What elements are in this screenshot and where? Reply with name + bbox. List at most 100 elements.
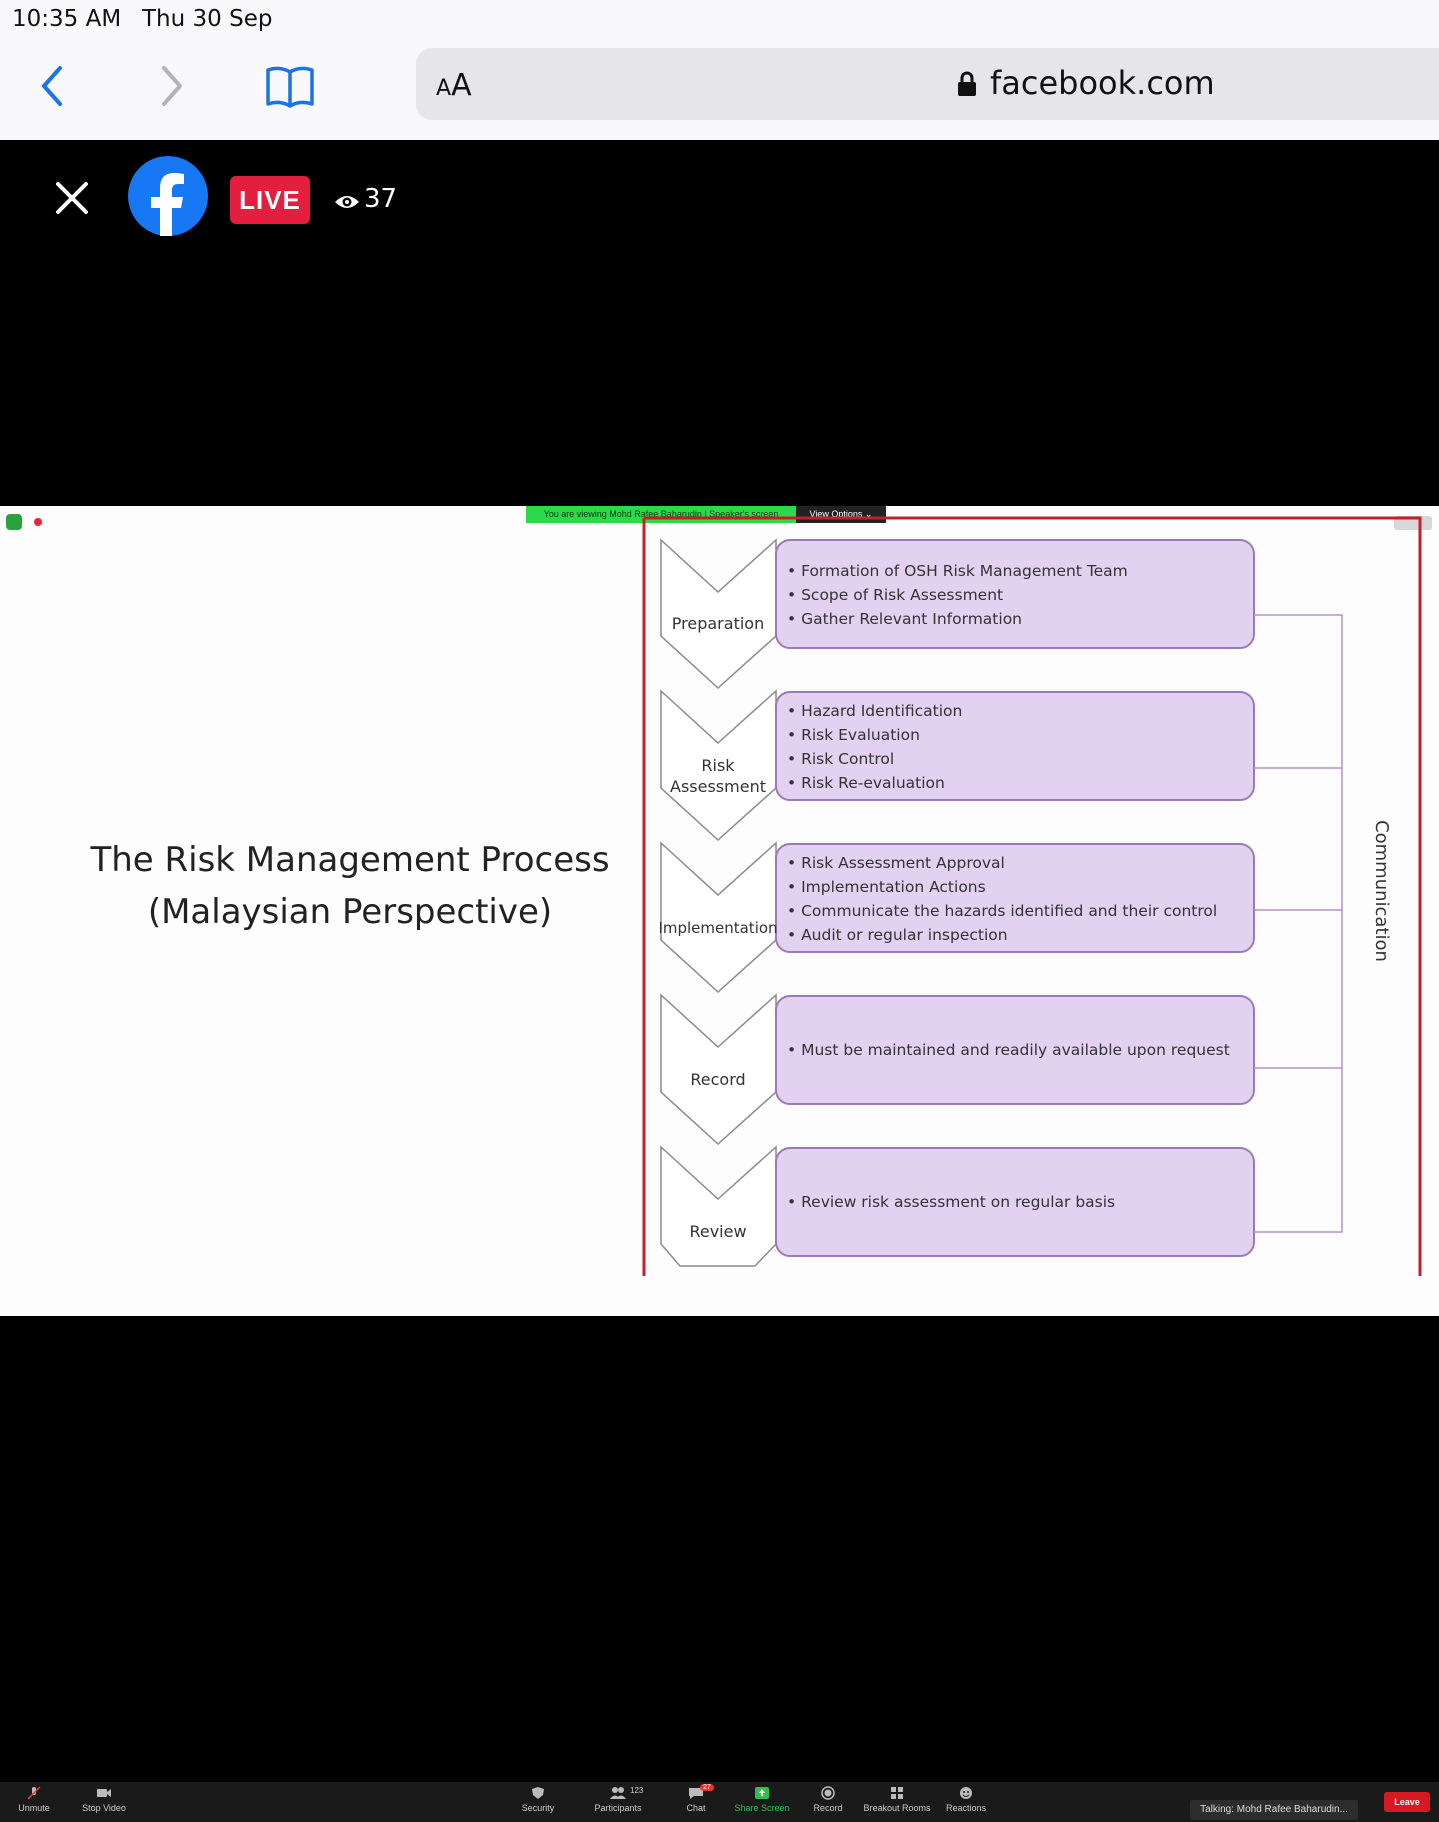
video-camera-icon — [97, 1789, 111, 1797]
step-label-risk: Risk — [701, 756, 735, 775]
reader-options-button[interactable]: AA — [436, 68, 472, 103]
chat-badge: 27 — [700, 1784, 714, 1791]
svg-text:• Risk Assessment Approval: • Risk Assessment Approval — [787, 854, 1005, 872]
facebook-logo-icon — [128, 156, 208, 236]
eye-icon — [335, 196, 359, 208]
chevron-review — [660, 1145, 777, 1267]
svg-text:• Risk Re-evaluation: • Risk Re-evaluation — [787, 774, 945, 792]
chevron-implementation — [660, 841, 777, 994]
bullet-item: Hazard Identification — [801, 702, 962, 720]
bullet-item: Risk Re-evaluation — [801, 774, 945, 792]
bullet-item: Scope of Risk Assessment — [801, 586, 1003, 604]
bullet-item: Review risk assessment on regular basis — [801, 1193, 1115, 1211]
aa-small: A — [436, 76, 452, 101]
smiley-icon — [960, 1787, 972, 1799]
step-label-assessment: Assessment — [670, 777, 766, 796]
unmute-label: Unmute — [18, 1803, 50, 1813]
bookmarks-button[interactable] — [262, 58, 318, 114]
svg-text:• Formation of OSH Risk Manage: • Formation of OSH Risk Management Team — [787, 562, 1128, 580]
slide-title-line1: The Risk Management Process — [90, 840, 610, 880]
status-bar: 10:35 AM Thu 30 Sep — [0, 0, 1439, 40]
lock-icon — [958, 71, 976, 96]
participants-count: 123 — [630, 1786, 644, 1795]
breakout-rooms-button[interactable]: Breakout Rooms — [862, 1786, 932, 1813]
recording-dot-icon — [34, 518, 42, 526]
talking-indicator: Talking: Mohd Rafee Baharudin... — [1190, 1800, 1358, 1820]
share-screen-button[interactable]: Share Screen — [734, 1786, 790, 1813]
bullet-item: Risk Evaluation — [801, 726, 920, 744]
back-button[interactable] — [26, 58, 82, 114]
breakout-rooms-icon — [891, 1787, 903, 1799]
aa-big: A — [451, 68, 472, 103]
status-time: 10:35 AM — [12, 6, 122, 32]
unmute-button[interactable]: Unmute — [14, 1786, 54, 1813]
security-button[interactable]: Security — [516, 1786, 560, 1813]
chat-button[interactable]: Chat 27 — [676, 1784, 716, 1813]
step-box-review — [775, 1147, 1255, 1257]
svg-text:• Scope of Risk Assessment: • Scope of Risk Assessment — [787, 586, 1003, 604]
security-label: Security — [521, 1803, 555, 1813]
live-badge: LIVE — [230, 176, 310, 224]
address-bar[interactable]: AA facebook.com — [416, 48, 1439, 120]
bullet-item: Gather Relevant Information — [801, 610, 1022, 628]
slide-title: The Risk Management Process (Malaysian P… — [60, 834, 640, 938]
stop-video-button[interactable]: Stop Video — [78, 1786, 130, 1813]
step-box-record — [775, 995, 1255, 1105]
bullet-item: Implementation Actions — [801, 878, 986, 896]
slide-title-line2: (Malaysian Perspective) — [147, 892, 553, 932]
record-icon — [821, 1786, 835, 1800]
chevron-right-icon — [162, 66, 182, 106]
bullet-item: Communicate the hazards identified and t… — [801, 902, 1217, 920]
share-screen-label: Share Screen — [734, 1803, 790, 1813]
svg-text:• Risk Control: • Risk Control — [787, 750, 894, 768]
svg-text:• Communicate the hazards iden: • Communicate the hazards identified and… — [787, 902, 1217, 920]
step-label-implementation: Implementation — [658, 919, 777, 937]
security-shield-icon — [532, 1787, 544, 1799]
share-screen-icon — [755, 1787, 769, 1799]
bullet-item: Risk Control — [801, 750, 894, 768]
reactions-label: Reactions — [945, 1803, 987, 1813]
zoom-video-frame: You are viewing Mohd Rafee Baharudin | S… — [0, 506, 1439, 1822]
record-button[interactable]: Record — [808, 1786, 848, 1813]
book-icon — [266, 66, 314, 108]
url-text: facebook.com — [990, 64, 1215, 102]
bullet-item: Formation of OSH Risk Management Team — [801, 562, 1128, 580]
svg-text:• Hazard Identification: • Hazard Identification — [787, 702, 962, 720]
svg-text:• Gather Relevant Information: • Gather Relevant Information — [787, 610, 1022, 628]
participants-button[interactable]: Participants 123 — [590, 1786, 646, 1813]
step-box-risk-assessment — [775, 691, 1255, 801]
bullet-item: Must be maintained and readily available… — [801, 1041, 1230, 1059]
close-icon[interactable] — [52, 178, 92, 218]
stop-video-label: Stop Video — [82, 1803, 126, 1813]
participants-icon — [610, 1787, 626, 1799]
breakout-rooms-label: Breakout Rooms — [863, 1803, 931, 1813]
microphone-muted-icon — [27, 1786, 41, 1800]
step-label-record: Record — [690, 1070, 745, 1089]
browser-toolbar: AA facebook.com — [0, 40, 1439, 140]
svg-text:• Review risk assessment on re: • Review risk assessment on regular basi… — [787, 1193, 1115, 1211]
step-box-preparation — [775, 539, 1255, 649]
viewer-count: 37 — [334, 184, 397, 214]
participants-label: Participants — [594, 1803, 642, 1813]
reactions-button[interactable]: Reactions — [944, 1786, 988, 1813]
step-label-preparation: Preparation — [672, 614, 764, 633]
shield-icon — [6, 514, 22, 530]
leave-button[interactable]: Leave — [1384, 1792, 1430, 1812]
bullet-item: Risk Assessment Approval — [801, 854, 1005, 872]
status-date: Thu 30 Sep — [142, 6, 273, 32]
bullet-item: Audit or regular inspection — [801, 926, 1008, 944]
step-label-review: Review — [689, 1222, 746, 1241]
forward-button[interactable] — [142, 58, 198, 114]
svg-text:• Audit or regular inspection: • Audit or regular inspection — [787, 926, 1008, 944]
zoom-toolbar: Unmute Stop Video Security Participants … — [0, 1782, 1439, 1822]
step-box-implementation — [775, 843, 1255, 953]
record-label: Record — [813, 1803, 843, 1813]
fb-live-header: LIVE 37 — [0, 140, 1439, 260]
svg-text:• Risk Evaluation: • Risk Evaluation — [787, 726, 920, 744]
viewer-count-value: 37 — [364, 184, 398, 214]
communication-label: Communication — [1371, 820, 1392, 962]
svg-text:• Must be maintained and readi: • Must be maintained and readily availab… — [787, 1041, 1230, 1059]
svg-text:• Implementation Actions: • Implementation Actions — [787, 878, 986, 896]
chat-label: Chat — [686, 1803, 706, 1813]
risk-process-diagram: Preparation Risk Assessment Implementati… — [642, 516, 1422, 1276]
